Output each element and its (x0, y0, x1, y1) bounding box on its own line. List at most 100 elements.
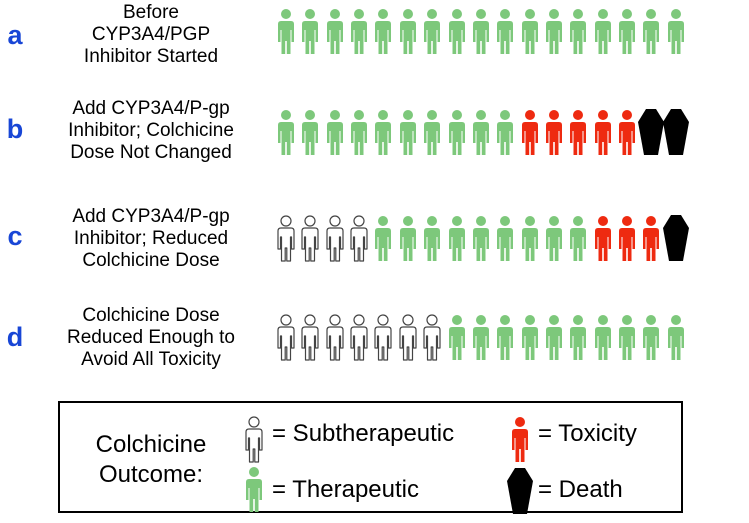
death-person-icon (637, 108, 665, 161)
therapeutic-person-icon (418, 108, 446, 161)
row-label-line: Dose Not Changed (70, 142, 232, 163)
therapeutic-person-icon (369, 108, 397, 161)
row-letter: a (7, 20, 23, 50)
toxicity-person-icon (613, 108, 641, 161)
subtherapeutic-person-icon (321, 214, 349, 267)
subtherapeutic-person-icon (418, 313, 446, 366)
subtherapeutic-person-icon (296, 313, 324, 366)
toxicity-person-icon (589, 214, 617, 267)
therapeutic-person-icon (443, 313, 471, 366)
therapeutic-person-icon (345, 7, 373, 60)
therapeutic-person-icon (662, 7, 690, 60)
row-label-line: Inhibitor Started (83, 46, 219, 67)
therapeutic-person-icon (564, 214, 592, 267)
therapeutic-person-icon (516, 313, 544, 366)
legend-label-therapeutic: = Therapeutic (272, 476, 419, 503)
subtherapeutic-person-icon (345, 214, 373, 267)
therapeutic-person-icon (369, 7, 397, 60)
legend-therapeutic-icon (240, 465, 268, 518)
legend-toxicity-icon (506, 415, 534, 468)
row-label-line: Colchicine Dose (82, 250, 220, 271)
therapeutic-person-icon (662, 313, 690, 366)
therapeutic-person-icon (394, 7, 422, 60)
legend-death-icon (506, 467, 534, 520)
therapeutic-person-icon (491, 214, 519, 267)
therapeutic-person-icon (394, 108, 422, 161)
therapeutic-person-icon (296, 108, 324, 161)
row-label: Colchicine Dose Reduced Enough to Avoid … (38, 305, 264, 371)
therapeutic-person-icon (443, 108, 471, 161)
therapeutic-person-icon (296, 7, 324, 60)
subtherapeutic-person-icon (345, 313, 373, 366)
therapeutic-person-icon (345, 108, 373, 161)
therapeutic-person-icon (637, 7, 665, 60)
therapeutic-person-icon (369, 214, 397, 267)
row-label-line: Inhibitor; Reduced (73, 228, 229, 249)
row-label-line: Add CYP3A4/P-gp (72, 206, 230, 227)
therapeutic-person-icon (467, 108, 495, 161)
row-a: a Before CYP3A4/PGP Inhibitor Started (0, 0, 749, 84)
therapeutic-person-icon (272, 108, 300, 161)
row-c: c Add CYP3A4/P-gp Inhibitor; Reduced Col… (0, 0, 749, 271)
therapeutic-person-icon (467, 214, 495, 267)
legend-subtherapeutic-icon (240, 415, 268, 468)
subtherapeutic-person-icon (272, 214, 300, 267)
therapeutic-person-icon (394, 214, 422, 267)
legend-title-line: Colchicine (95, 431, 207, 458)
row-label-line: Before (123, 2, 179, 23)
row-label-line: Reduced Enough to (67, 327, 235, 348)
row-label: Before CYP3A4/PGP Inhibitor Started (38, 2, 264, 68)
row-label-line: Inhibitor; Colchicine (68, 120, 234, 141)
therapeutic-person-icon (321, 108, 349, 161)
therapeutic-person-icon (516, 214, 544, 267)
death-person-icon (662, 108, 690, 161)
death-person-icon (662, 214, 690, 267)
therapeutic-person-icon (272, 7, 300, 60)
toxicity-person-icon (540, 108, 568, 161)
legend-label-toxicity: = Toxicity (538, 420, 637, 447)
row-label: Add CYP3A4/P-gp Inhibitor; Colchicine Do… (38, 98, 264, 164)
legend-label-death: = Death (538, 476, 623, 503)
row-b: b Add CYP3A4/P-gp Inhibitor; Colchicine … (0, 0, 749, 163)
subtherapeutic-person-icon (369, 313, 397, 366)
row-letter: d (6, 322, 24, 352)
toxicity-person-icon (613, 214, 641, 267)
therapeutic-person-icon (564, 7, 592, 60)
subtherapeutic-person-icon (296, 214, 324, 267)
row-label-line: Add CYP3A4/P-gp (72, 98, 230, 119)
therapeutic-person-icon (418, 214, 446, 267)
row-letter: c (7, 221, 23, 251)
therapeutic-person-icon (540, 313, 568, 366)
row-letter: b (6, 114, 24, 144)
legend-title: Colchicine Outcome: (76, 430, 226, 490)
toxicity-person-icon (564, 108, 592, 161)
therapeutic-person-icon (467, 313, 495, 366)
toxicity-person-icon (589, 108, 617, 161)
therapeutic-person-icon (491, 7, 519, 60)
toxicity-person-icon (516, 108, 544, 161)
therapeutic-person-icon (516, 7, 544, 60)
row-label-line: Avoid All Toxicity (81, 349, 221, 370)
therapeutic-person-icon (491, 313, 519, 366)
therapeutic-person-icon (589, 313, 617, 366)
therapeutic-person-icon (564, 313, 592, 366)
row-label-line: CYP3A4/PGP (91, 24, 211, 45)
subtherapeutic-person-icon (394, 313, 422, 366)
legend-box: Colchicine Outcome: = Subtherapeutic = T… (58, 401, 683, 514)
legend-title-line: Outcome: (98, 461, 204, 488)
therapeutic-person-icon (540, 7, 568, 60)
therapeutic-person-icon (467, 7, 495, 60)
therapeutic-person-icon (418, 7, 446, 60)
row-label-line: Colchicine Dose (82, 305, 220, 326)
therapeutic-person-icon (613, 313, 641, 366)
therapeutic-person-icon (443, 7, 471, 60)
therapeutic-person-icon (443, 214, 471, 267)
therapeutic-person-icon (321, 7, 349, 60)
therapeutic-person-icon (589, 7, 617, 60)
therapeutic-person-icon (637, 313, 665, 366)
therapeutic-person-icon (540, 214, 568, 267)
toxicity-person-icon (637, 214, 665, 267)
row-label: Add CYP3A4/P-gp Inhibitor; Reduced Colch… (38, 206, 264, 272)
therapeutic-person-icon (613, 7, 641, 60)
therapeutic-person-icon (491, 108, 519, 161)
